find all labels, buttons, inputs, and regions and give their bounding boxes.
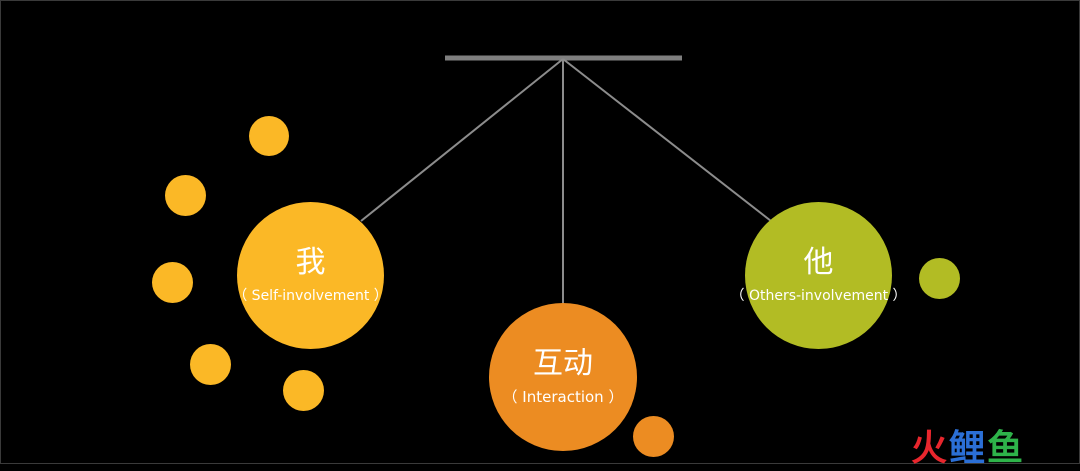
node-self-subtitle: （ Self-involvement ） xyxy=(233,288,388,304)
node-others-subtitle: （ Others-involvement ） xyxy=(730,288,907,304)
satellite-circle xyxy=(152,262,193,303)
satellite-circle xyxy=(633,416,674,457)
satellite-circle xyxy=(283,370,324,411)
satellite-circle xyxy=(165,175,206,216)
node-interaction-title: 互动 xyxy=(533,346,593,381)
satellite-circle xyxy=(190,344,231,385)
line-to-self xyxy=(360,58,564,222)
watermark-char-3: 鱼 xyxy=(987,428,1026,469)
satellite-circle xyxy=(249,116,289,156)
watermark-char-2: 鲤 xyxy=(949,428,988,469)
node-others: 他 （ Others-involvement ） xyxy=(731,202,907,349)
connector-lines xyxy=(360,55,772,306)
node-self-title: 我 xyxy=(295,245,326,280)
node-interaction: 互动 （ Interaction ） xyxy=(489,303,637,451)
node-interaction-subtitle: （ Interaction ） xyxy=(502,388,624,406)
satellite-circle xyxy=(919,258,960,299)
watermark-logo: 火鲤鱼 xyxy=(911,419,1025,471)
node-self: 我 （ Self-involvement ） xyxy=(233,202,388,349)
line-to-others xyxy=(562,58,772,222)
node-others-title: 他 xyxy=(803,245,834,280)
watermark-char-1: 火 xyxy=(911,428,950,469)
